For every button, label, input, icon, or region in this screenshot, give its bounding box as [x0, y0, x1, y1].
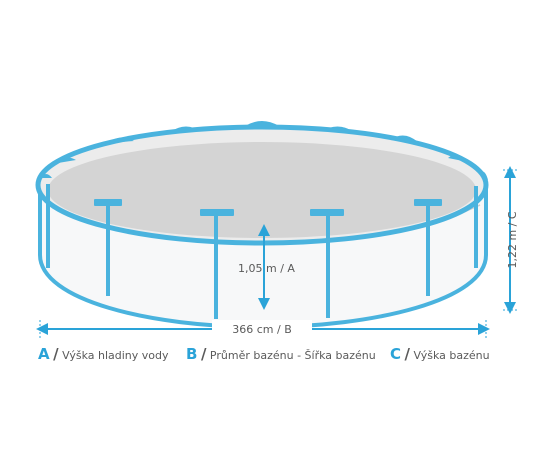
legend-letter-a: A [38, 345, 50, 363]
legend-letter-b: B [186, 345, 198, 363]
legend-slash-c: / [404, 345, 410, 363]
diameter-label: 366 cm / B [232, 323, 292, 336]
rim-scallops [40, 121, 488, 180]
legend-text-c: Výška bazénu [413, 349, 490, 362]
legend-text-a: Výška hladiny vody [62, 349, 169, 362]
cover-water [48, 142, 476, 238]
frame-legs [46, 184, 478, 319]
water-height-label: 1,05 m / A [238, 262, 295, 275]
frame-joints [94, 199, 442, 216]
legend-slash-a: / [53, 345, 59, 363]
legend-text-b: Průměr bazénu - Šířka bazénu [209, 349, 376, 362]
legend-item-a: A / Výška hladiny vody [38, 345, 169, 363]
legend-item-c: C / Výška bazénu [390, 345, 490, 363]
pool-height-label: 1,22 m / C [506, 211, 519, 268]
legend-item-b: B / Průměr bazénu - Šířka bazénu [186, 345, 376, 363]
legend-letter-c: C [390, 345, 402, 363]
legend-slash-b: / [200, 345, 207, 363]
